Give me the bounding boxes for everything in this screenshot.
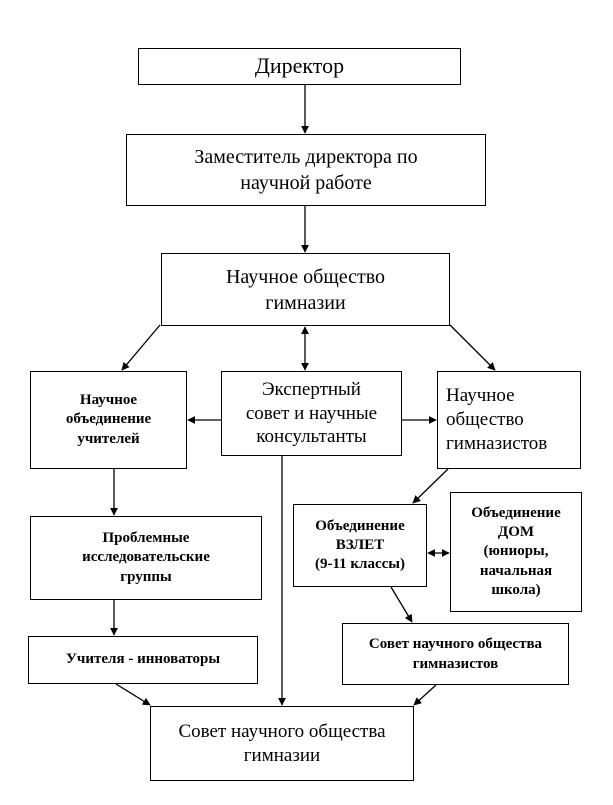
- vzlet-association-box: Объединение ВЗЛЕТ (9-11 классы): [293, 504, 427, 587]
- council-label-line2: гимназии: [243, 744, 321, 766]
- expert-council-box: Экспертный совет и научные консультанты: [221, 371, 402, 456]
- problem-label-line3: группы: [120, 568, 172, 585]
- expert-label-line1: Экспертный: [261, 378, 361, 400]
- deputy-label-line1: Заместитель директора по: [194, 146, 418, 168]
- dom-label-line5: школа): [491, 581, 541, 598]
- students-label-line3: гимназистов: [446, 432, 548, 454]
- problem-label-line2: исследовательские: [82, 549, 210, 566]
- students-council-label-line2: гимназистов: [412, 656, 499, 672]
- deputy-director-box: Заместитель директора по научной работе: [126, 134, 486, 206]
- dom-label-line3: (юниоры,: [483, 543, 549, 560]
- deputy-label-line2: научной работе: [240, 172, 372, 194]
- problem-label-line1: Проблемные: [102, 530, 190, 547]
- teachers-label-line3: учителей: [77, 430, 140, 447]
- dom-association-box: Объединение ДОМ (юниоры, начальная школа…: [450, 492, 582, 612]
- director-box: Директор: [138, 48, 461, 85]
- expert-label-line2: совет и научные: [245, 402, 378, 424]
- gymnasium-society-council-box: Совет научного общества гимназии: [150, 706, 414, 781]
- expert-label-line3: консультанты: [256, 426, 367, 448]
- innovative-teachers-box: Учителя - инноваторы: [28, 636, 258, 684]
- teachers-label-line2: объединение: [65, 411, 152, 428]
- vzlet-label-line2: ВЗЛЕТ: [335, 536, 385, 553]
- director-label: Директор: [254, 53, 345, 79]
- vzlet-label-line1: Объединение: [315, 517, 405, 534]
- teachers-label-line1: Научное: [79, 392, 138, 409]
- vzlet-label-line3: (9-11 классы): [315, 556, 405, 573]
- arrow-students-council-to-council: [413, 684, 437, 706]
- teachers-association-box: Научное объединение учителей: [30, 371, 187, 469]
- dom-label-line4: начальная: [479, 562, 553, 579]
- arrow-society-to-students: [449, 324, 496, 371]
- arrow-students-to-vzlet: [412, 468, 449, 504]
- students-label-line2: общество: [446, 409, 524, 431]
- society-label-line1: Научное общество: [225, 265, 386, 288]
- students-society-council-box: Совет научного общества гимназистов: [342, 623, 569, 685]
- arrow-society-to-teachers: [121, 324, 161, 371]
- dom-label-line1: Объединение: [471, 505, 561, 522]
- dom-label-line2: ДОМ: [497, 524, 535, 541]
- arrow-vzlet-to-students-council: [390, 586, 413, 623]
- students-label-line1: Научное: [446, 385, 515, 407]
- society-label-line2: гимназии: [265, 291, 346, 314]
- arrow-innovators-to-council: [115, 683, 151, 706]
- innovators-label: Учителя - инноваторы: [65, 651, 221, 668]
- students-society-box: Научное общество гимназистов: [437, 371, 581, 469]
- gymnasium-scientific-society-box: Научное общество гимназии: [161, 253, 450, 326]
- council-label-line1: Совет научного общества: [178, 720, 386, 742]
- research-groups-box: Проблемные исследовательские группы: [30, 516, 262, 600]
- students-council-label-line1: Совет научного общества: [368, 635, 543, 652]
